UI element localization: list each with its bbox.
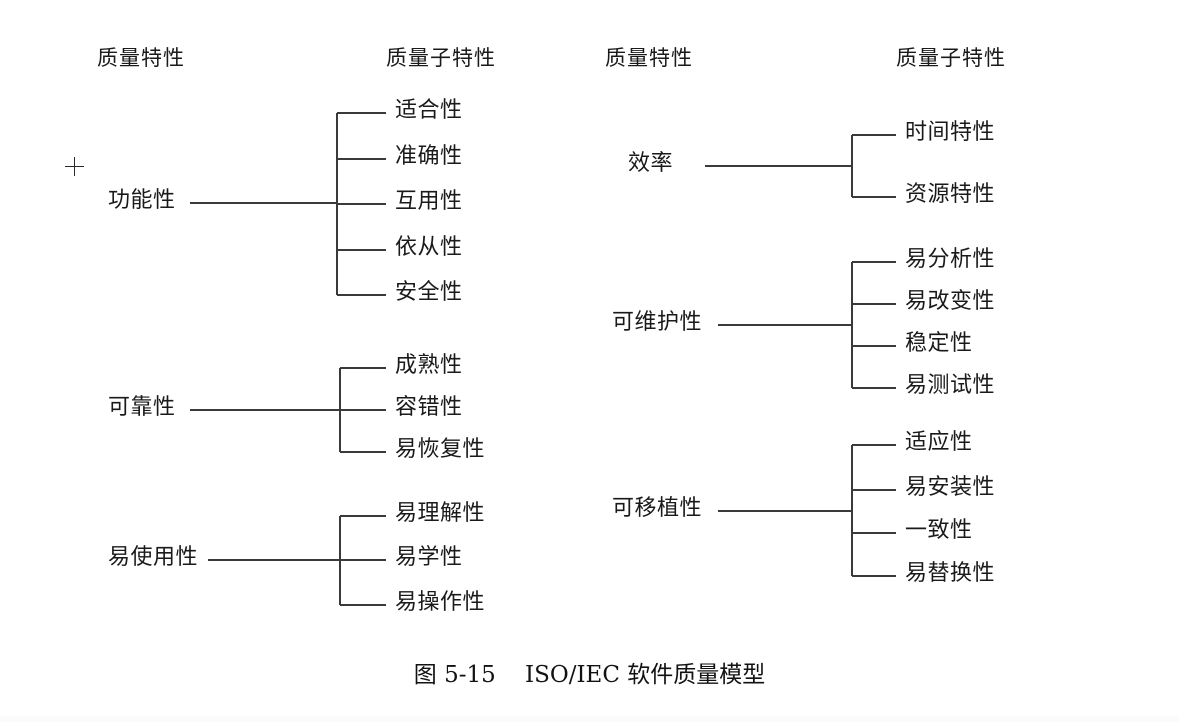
column-header-2: 质量特性: [605, 46, 693, 70]
parent-node-portability: 可移植性: [612, 496, 703, 521]
parent-node-reliability: 可靠性: [108, 395, 176, 420]
child-node-usability-0: 易理解性: [395, 501, 486, 526]
column-header-3: 质量子特性: [896, 46, 1006, 70]
child-node-reliability-1: 容错性: [395, 395, 463, 420]
child-node-functionality-2: 互用性: [395, 189, 463, 214]
parent-node-functionality: 功能性: [108, 188, 176, 213]
connector-lines: [190, 112, 896, 606]
parent-node-maintainability: 可维护性: [612, 310, 703, 335]
child-node-functionality-3: 依从性: [395, 235, 463, 260]
child-node-efficiency-1: 资源特性: [905, 182, 996, 207]
child-node-usability-2: 易操作性: [395, 590, 486, 615]
child-node-efficiency-0: 时间特性: [905, 120, 996, 145]
page-bottom-edge: [0, 716, 1179, 722]
child-node-maintainability-2: 稳定性: [905, 331, 973, 356]
child-node-functionality-4: 安全性: [395, 280, 463, 305]
parent-node-efficiency: 效率: [628, 151, 674, 176]
child-node-reliability-2: 易恢复性: [395, 437, 486, 462]
child-node-functionality-1: 准确性: [395, 144, 463, 169]
child-node-maintainability-3: 易测试性: [905, 373, 996, 398]
column-header-0: 质量特性: [97, 46, 185, 70]
child-node-portability-1: 易安装性: [905, 475, 996, 500]
child-node-maintainability-1: 易改变性: [905, 289, 996, 314]
parent-node-usability: 易使用性: [108, 545, 199, 570]
figure-caption: 图 5-15 ISO/IEC 软件质量模型: [413, 662, 766, 688]
child-node-portability-2: 一致性: [905, 518, 973, 543]
child-node-reliability-0: 成熟性: [395, 353, 463, 378]
child-node-functionality-0: 适合性: [395, 98, 463, 123]
child-node-usability-1: 易学性: [395, 545, 463, 570]
child-node-portability-0: 适应性: [905, 430, 973, 455]
column-header-1: 质量子特性: [386, 46, 496, 70]
child-node-maintainability-0: 易分析性: [905, 247, 996, 272]
child-node-portability-3: 易替换性: [905, 561, 996, 586]
